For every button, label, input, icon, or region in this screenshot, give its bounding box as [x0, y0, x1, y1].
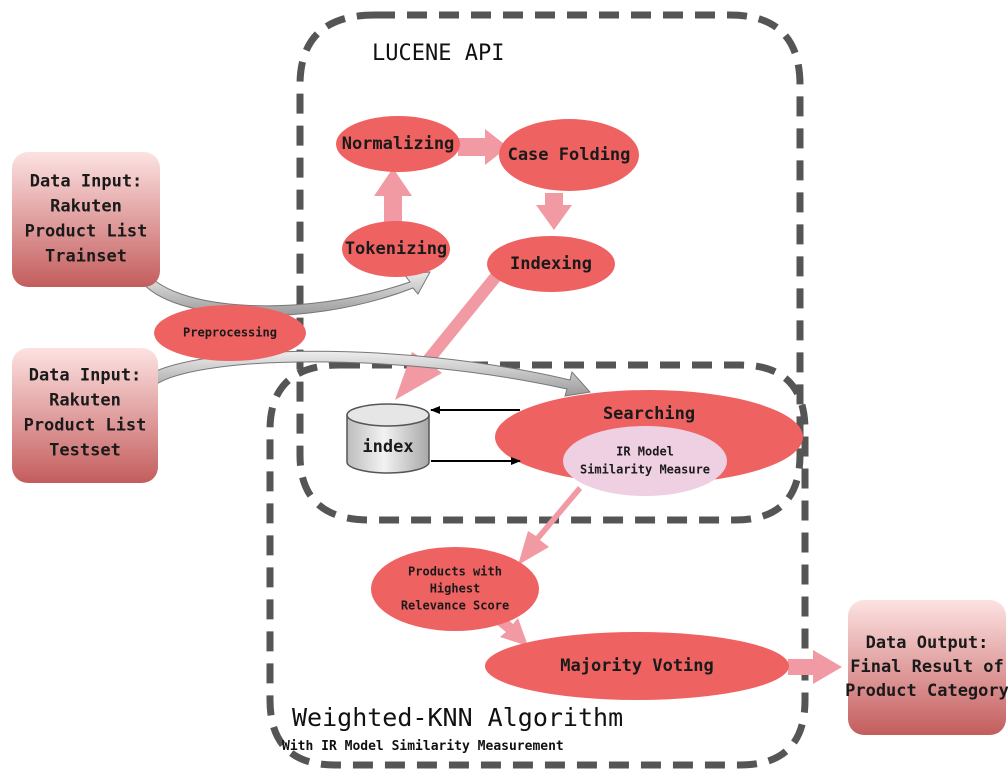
label-line: Data Input: [30, 172, 143, 192]
majority-voting-label: Majority Voting [560, 656, 714, 676]
indexing-node: Indexing [487, 236, 615, 292]
index-label: index [362, 437, 413, 457]
arrow-casefolding-to-indexing [536, 193, 572, 230]
label-line: Case Folding [508, 145, 631, 165]
label-line: Rakuten [50, 197, 122, 217]
lucene-api-title: LUCENE API [372, 41, 504, 66]
tokenizing-label: Tokenizing [345, 239, 447, 259]
index-database-icon: index [346, 403, 430, 474]
label-line: Similarity Measure [580, 463, 710, 477]
arrow-tokenizing-to-normalizing [374, 168, 412, 222]
case-folding-node: Case Folding [499, 119, 639, 191]
label-line: index [362, 437, 413, 457]
label-line: Majority Voting [560, 656, 714, 676]
label-line: Testset [49, 441, 121, 461]
label-line: Highest [430, 582, 481, 596]
label-line: Product Category [845, 681, 1008, 701]
label-line: Preprocessing [183, 326, 277, 340]
preprocessing-label: Preprocessing [183, 326, 277, 340]
case-folding-label: Case Folding [508, 145, 631, 165]
label-line: Data Input: [29, 366, 142, 386]
arrow-normalizing-to-casefolding [458, 129, 508, 165]
label-line: Product List [24, 416, 147, 436]
preprocessing-node: Preprocessing [154, 305, 306, 361]
curve-trainset-to-tokenizing [137, 269, 431, 317]
normalizing-node: Normalizing [336, 116, 460, 172]
label-line: Products with [408, 565, 502, 579]
label-line: Relevance Score [401, 599, 509, 613]
label-line: Rakuten [49, 391, 121, 411]
label-line: Trainset [45, 247, 127, 267]
knn-subtitle: With IR Model Similarity Measurement [282, 739, 564, 754]
label-line: Data Output: [866, 633, 989, 653]
label-line: Normalizing [342, 134, 455, 154]
searching-label: Searching [603, 404, 695, 424]
arrow-searching-to-products [518, 486, 582, 565]
tokenizing-node: Tokenizing [342, 221, 450, 277]
majority-voting-node: Majority Voting [485, 632, 789, 700]
label-line: Tokenizing [345, 239, 447, 259]
output-text: Data Output: Final Result of Product Categ… [845, 633, 1008, 701]
indexing-label: Indexing [510, 254, 592, 274]
normalizing-label: Normalizing [342, 134, 455, 154]
arrow-majority-to-output [788, 650, 842, 684]
knn-title: Weighted-KNN Algorithm [292, 703, 623, 732]
label-line: Indexing [510, 254, 592, 274]
label-line: IR Model [616, 445, 674, 459]
output-box: Data Output: Final Result of Product Categ… [845, 600, 1008, 735]
label-line: Searching [603, 404, 695, 424]
label-line: Product List [25, 222, 148, 242]
label-line: Final Result of [850, 657, 1004, 677]
